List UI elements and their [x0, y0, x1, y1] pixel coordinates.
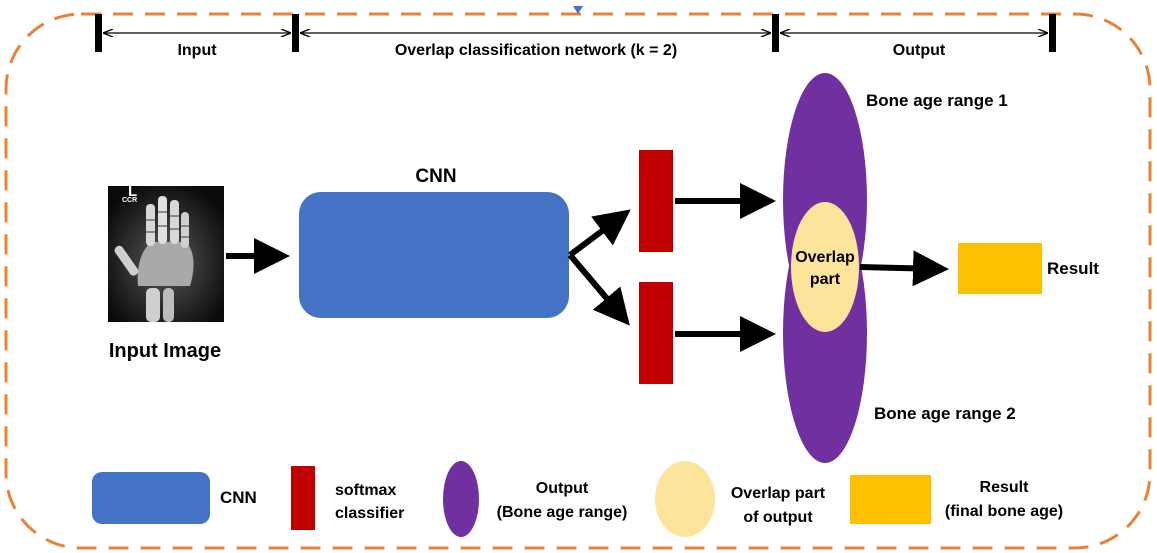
legend-cnn-label: CNN [220, 488, 257, 507]
input-xray-image: L CCR [108, 186, 224, 322]
legend-softmax-line-2: classifier [335, 505, 405, 522]
legend-output-swatch [443, 461, 479, 537]
section-network-label: Overlap classification network (k = 2) [394, 42, 678, 59]
top-marker-icon [573, 6, 583, 14]
result-label: Result [1047, 259, 1099, 278]
legend-output-line-2: (Bone age range) [496, 504, 628, 521]
input-image-label: Input Image [108, 340, 222, 362]
overlap-part-ellipse [791, 202, 859, 332]
section-output-label: Output [892, 42, 946, 59]
arrow-cnn-to-softmax-1 [568, 209, 631, 258]
xray-tag: CCR [122, 197, 138, 204]
section-bar-2 [292, 14, 299, 52]
softmax-classifier-1 [639, 150, 673, 252]
legend-softmax-label: softmax classifier [335, 479, 404, 525]
legend-overlap-label: Overlap part of output [718, 482, 838, 530]
section-bar-1 [95, 14, 102, 52]
section-bar-3 [772, 14, 779, 52]
legend-output-label: Output (Bone age range) [486, 477, 638, 525]
legend-output-line-1: Output [535, 480, 589, 497]
cnn-label: CNN [415, 166, 457, 187]
section-bar-4 [1049, 14, 1056, 52]
legend-softmax-swatch [291, 466, 315, 530]
overlap-part-label: Overlap part [785, 247, 865, 291]
legend-result-line-1: Result [979, 479, 1029, 496]
bone-age-range-2-label: Bone age range 2 [874, 404, 1016, 423]
cnn-block [299, 192, 569, 318]
legend-overlap-line-1: Overlap part [730, 485, 826, 502]
bone-age-range-1-label: Bone age range 1 [866, 91, 1008, 110]
legend-softmax-line-1: softmax [335, 482, 397, 499]
arrow-overlap-to-result [859, 250, 949, 287]
hand-xray-graphic [108, 186, 224, 322]
legend-result-line-2: (final bone age) [944, 503, 1064, 520]
overlap-part-line-2: part [809, 271, 841, 288]
overlap-part-line-1: Overlap [795, 249, 855, 266]
result-box [958, 243, 1042, 294]
section-input-label: Input [177, 42, 217, 59]
xray-marker: L [128, 186, 138, 200]
legend-result-swatch [850, 475, 931, 524]
arrow-cnn-to-softmax-2 [567, 253, 630, 326]
legend-cnn-swatch [92, 472, 210, 524]
legend-overlap-swatch [655, 461, 715, 537]
legend-result-label: Result (final bone age) [934, 476, 1074, 524]
softmax-classifier-2 [639, 282, 673, 384]
legend-overlap-line-2: of output [743, 509, 813, 526]
